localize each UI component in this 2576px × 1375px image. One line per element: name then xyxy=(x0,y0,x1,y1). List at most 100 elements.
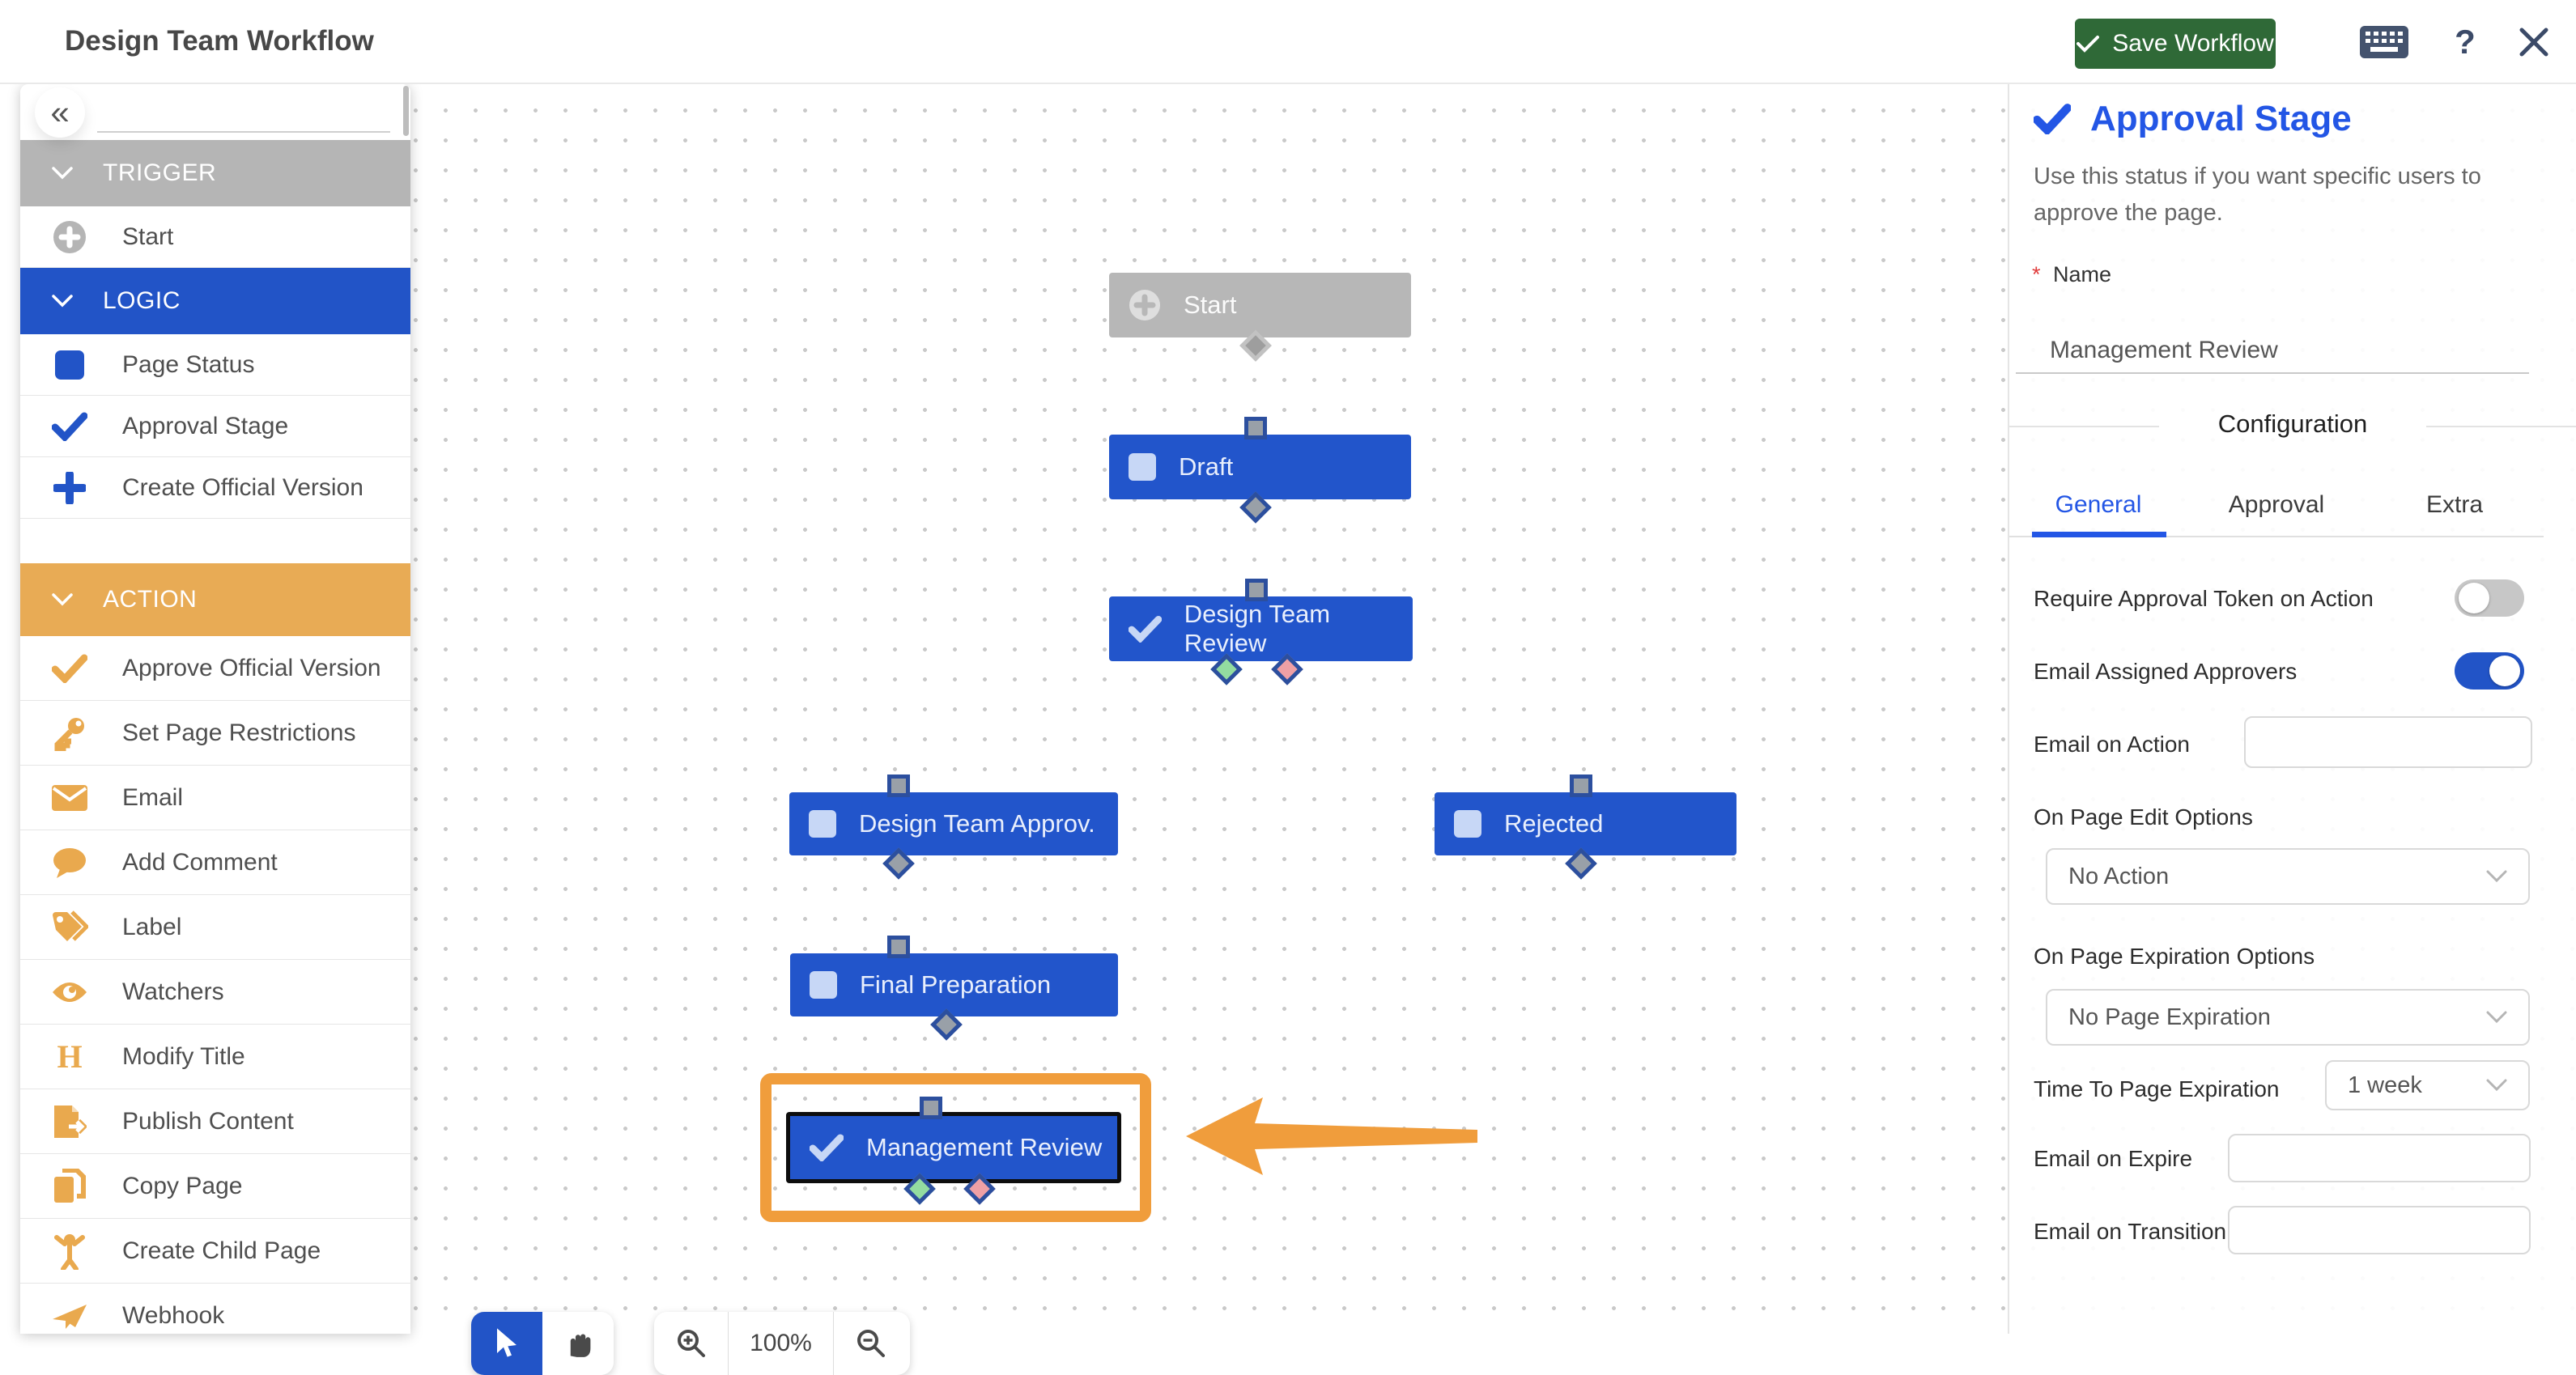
zoom-in-icon xyxy=(677,1330,705,1357)
section-logic[interactable]: LOGIC xyxy=(20,268,410,334)
email-on-action-input[interactable] xyxy=(2244,716,2532,768)
save-workflow-button[interactable]: Save Workflow xyxy=(2075,19,2276,69)
item-label: Approval Stage xyxy=(122,412,289,439)
circle-plus-icon xyxy=(51,219,88,256)
zoom-out-icon xyxy=(857,1330,885,1357)
sidebar-item-set-page-restrictions[interactable]: Set Page Restrictions xyxy=(20,701,410,766)
select-tool-button[interactable] xyxy=(471,1312,542,1375)
canvas-tool-group xyxy=(471,1312,614,1375)
approval-check-icon xyxy=(810,1134,844,1161)
configuration-heading: Configuration xyxy=(2217,410,2368,438)
section-label: LOGIC xyxy=(103,287,181,314)
name-field-label: * Name xyxy=(2032,262,2112,286)
email-on-transition-input[interactable] xyxy=(2228,1206,2531,1254)
toggle-knob xyxy=(2459,583,2489,613)
on-page-expiration-select[interactable]: No Page Expiration xyxy=(2046,989,2530,1046)
plus-icon xyxy=(51,469,88,507)
sidebar-scrollbar[interactable] xyxy=(403,86,409,136)
sidebar-item-start[interactable]: Start xyxy=(20,206,410,268)
collapse-glyph: « xyxy=(50,93,70,131)
keyboard-shortcuts-button[interactable] xyxy=(2348,0,2421,84)
key-icon xyxy=(51,715,88,752)
connector-bottom[interactable] xyxy=(930,1008,963,1041)
sidebar-item-watchers[interactable]: Watchers xyxy=(20,960,410,1025)
check-icon xyxy=(51,650,88,687)
name-field-value[interactable]: Management Review xyxy=(2050,337,2278,363)
page-status-icon xyxy=(51,346,88,384)
require-approval-token-toggle[interactable] xyxy=(2455,579,2524,617)
connector-top[interactable] xyxy=(1245,579,1268,601)
on-page-edit-select[interactable]: No Action xyxy=(2046,848,2530,905)
connector-top[interactable] xyxy=(1244,417,1267,439)
sidebar-item-modify-title[interactable]: H Modify Title xyxy=(20,1025,410,1089)
sidebar-item-add-comment[interactable]: Add Comment xyxy=(20,830,410,895)
envelope-icon xyxy=(51,779,88,817)
connector-bottom[interactable] xyxy=(882,847,915,880)
on-page-edit-label: On Page Edit Options xyxy=(2034,804,2253,830)
close-button[interactable] xyxy=(2502,0,2566,84)
sidebar-item-label[interactable]: Label xyxy=(20,895,410,960)
cursor-icon xyxy=(497,1328,516,1357)
node-design-team-review[interactable]: Design Team Review xyxy=(1109,579,1413,685)
chevron-down-icon xyxy=(2486,870,2507,883)
tab-approval[interactable]: Approval xyxy=(2228,491,2325,518)
keyboard-icon xyxy=(2360,26,2408,58)
connector-bottom[interactable] xyxy=(1239,329,1272,362)
palette-search-input[interactable] xyxy=(97,131,390,133)
chevron-down-icon xyxy=(52,167,73,180)
email-on-expire-label: Email on Expire xyxy=(2034,1146,2193,1171)
connector-approve[interactable] xyxy=(1210,653,1243,685)
zoom-level[interactable]: 100% xyxy=(729,1312,834,1375)
pan-tool-button[interactable] xyxy=(542,1312,614,1375)
connector-reject[interactable] xyxy=(1271,653,1303,685)
item-label: Create Official Version xyxy=(122,473,363,501)
page-status-icon xyxy=(1454,810,1481,838)
connector-top[interactable] xyxy=(1570,774,1592,797)
zoom-in-button[interactable] xyxy=(654,1312,729,1375)
node-final-preparation[interactable]: Final Preparation xyxy=(790,936,1118,1041)
sidebar-item-page-status[interactable]: Page Status xyxy=(20,334,410,396)
inspector-title: Approval Stage xyxy=(2090,99,2352,138)
sidebar-item-copy-page[interactable]: Copy Page xyxy=(20,1154,410,1219)
node-draft[interactable]: Draft xyxy=(1109,417,1411,524)
item-label: Webhook xyxy=(122,1301,225,1329)
sidebar-item-create-child-page[interactable]: Create Child Page xyxy=(20,1219,410,1284)
collapse-sidebar-button[interactable]: « xyxy=(35,87,85,138)
hand-icon xyxy=(570,1334,591,1357)
zoom-out-button[interactable] xyxy=(834,1312,908,1375)
item-label: Modify Title xyxy=(122,1042,245,1070)
node-label: Start xyxy=(1184,291,1237,319)
node-label: Management Review xyxy=(866,1133,1103,1161)
email-assigned-approvers-toggle[interactable] xyxy=(2455,652,2524,690)
toggle-label: Email Assigned Approvers xyxy=(2034,659,2298,684)
connector-top[interactable] xyxy=(887,936,910,958)
sidebar-item-email[interactable]: Email xyxy=(20,766,410,830)
item-label: Email xyxy=(122,783,184,811)
tab-general[interactable]: General xyxy=(2055,491,2142,518)
connector-bottom[interactable] xyxy=(1239,491,1272,524)
connector-top[interactable] xyxy=(920,1097,942,1119)
connector-top[interactable] xyxy=(887,774,910,797)
paper-plane-icon xyxy=(51,1297,88,1335)
section-trigger[interactable]: TRIGGER xyxy=(20,140,410,206)
help-button[interactable]: ? xyxy=(2455,23,2476,61)
node-design-team-approv[interactable]: Design Team Approv. xyxy=(789,774,1118,880)
node-start[interactable]: Start xyxy=(1109,273,1411,362)
sidebar-item-approval-stage[interactable]: Approval Stage xyxy=(20,396,410,457)
email-on-expire-input[interactable] xyxy=(2228,1134,2531,1182)
sidebar-item-webhook[interactable]: Webhook xyxy=(20,1284,410,1334)
tabs-underline xyxy=(2009,536,2544,537)
section-action[interactable]: ACTION xyxy=(20,563,410,636)
sidebar-item-create-official-version[interactable]: Create Official Version xyxy=(20,457,410,519)
sidebar-item-approve-official-version[interactable]: Approve Official Version xyxy=(20,636,410,701)
sidebar-item-publish-content[interactable]: Publish Content xyxy=(20,1089,410,1154)
time-to-expiration-select[interactable]: 1 week xyxy=(2325,1060,2530,1110)
connector-bottom[interactable] xyxy=(1565,847,1597,880)
tab-extra[interactable]: Extra xyxy=(2425,491,2484,518)
child-icon xyxy=(51,1233,88,1270)
node-management-review[interactable]: Management Review xyxy=(786,1097,1121,1205)
node-rejected[interactable]: Rejected xyxy=(1435,774,1736,880)
chevron-down-icon xyxy=(2486,1079,2507,1092)
node-label: Rejected xyxy=(1504,809,1604,838)
item-label: Copy Page xyxy=(122,1172,243,1199)
